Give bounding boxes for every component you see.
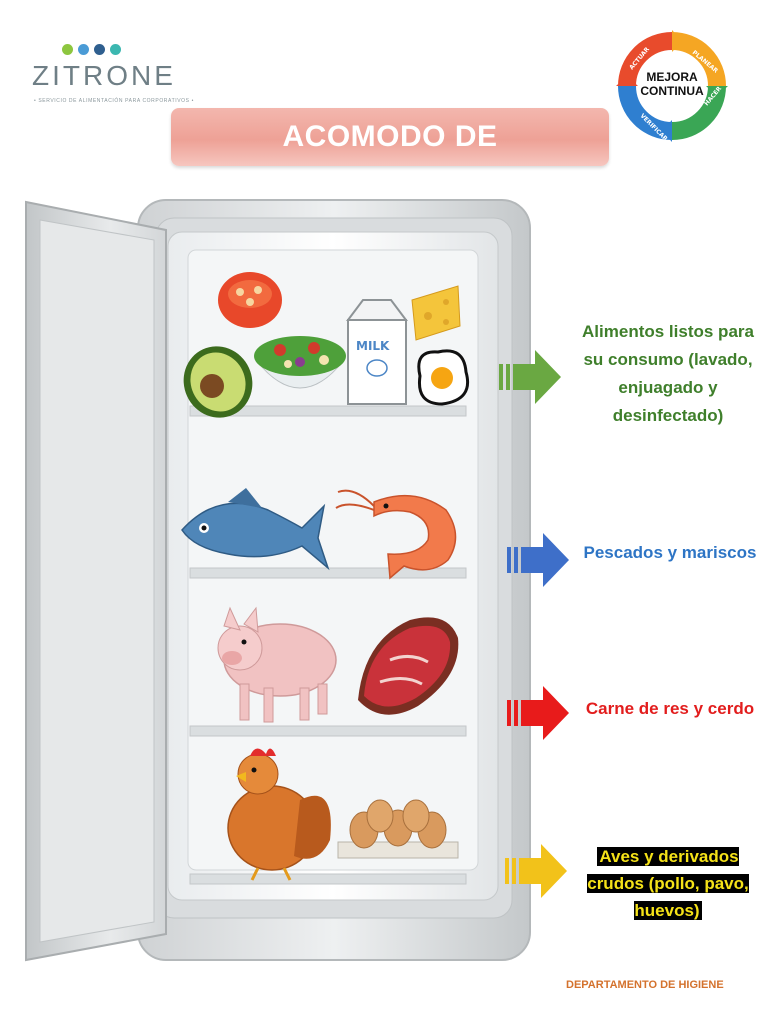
arrow-fish-seafood-icon — [507, 533, 569, 587]
cheese-icon — [411, 285, 461, 341]
cycle-center-label: MEJORA CONTINUA — [634, 70, 710, 98]
logo-name: ZITRONE — [32, 60, 176, 91]
arrow-poultry-icon — [505, 844, 567, 898]
beef-steak-icon — [358, 617, 459, 715]
fish-icon — [181, 488, 330, 571]
shelf-3 — [189, 725, 467, 737]
logo-dot — [78, 44, 89, 55]
title-banner: ACOMODO DE REFRIGERADOR — [171, 108, 609, 211]
logo-dot — [110, 44, 121, 55]
logo-dot — [94, 44, 105, 55]
milk-carton-icon: MILK — [346, 299, 408, 405]
tomato-icon — [218, 272, 282, 328]
mejora-continua-cycle-icon: PLANEAR HACER VERIFICAR ACTUAR MEJORA CO… — [614, 28, 730, 144]
caption-ready-to-eat: Alimentos listos para su consumo (lavado… — [582, 322, 754, 425]
shelf-4 — [189, 873, 467, 885]
arrow-ready-to-eat-icon — [499, 350, 561, 404]
avocado-icon — [183, 346, 253, 418]
page-title: ACOMODO DE REFRIGERADOR — [265, 120, 515, 211]
shrimp-icon — [335, 489, 457, 580]
footer-department: DEPARTAMENTO DE HIGIENE — [566, 979, 724, 991]
caption-poultry: Aves y derivados crudos (pollo, pavo, hu… — [572, 843, 764, 924]
svg-text:MILK: MILK — [356, 339, 390, 353]
logo-tagline: • SERVICIO DE ALIMENTACIÓN PARA CORPORAT… — [34, 98, 194, 104]
fridge-door — [25, 200, 167, 962]
chicken-icon — [227, 748, 331, 881]
salad-bowl-icon — [254, 336, 346, 389]
pig-icon — [217, 606, 337, 723]
logo-dots — [62, 44, 121, 55]
fridge-body — [137, 199, 531, 961]
egg-tray-icon — [337, 799, 459, 859]
refrigerator-illustration: MILK — [18, 190, 538, 970]
logo-dot — [62, 44, 73, 55]
zitrone-logo: ZITRONE • SERVICIO DE ALIMENTACIÓN PARA … — [30, 40, 193, 110]
caption-poultry-text: Aves y derivados crudos (pollo, pavo, hu… — [587, 847, 749, 920]
cycle-center-line2: CONTINUA — [640, 84, 704, 98]
shelf-1 — [189, 405, 467, 417]
arrow-beef-pork-icon — [507, 686, 569, 740]
caption-beef-pork: Carne de res y cerdo — [585, 699, 755, 718]
fried-egg-icon — [417, 349, 469, 406]
caption-fish-seafood: Pescados y mariscos — [583, 543, 757, 562]
cycle-center-line1: MEJORA — [646, 70, 698, 84]
